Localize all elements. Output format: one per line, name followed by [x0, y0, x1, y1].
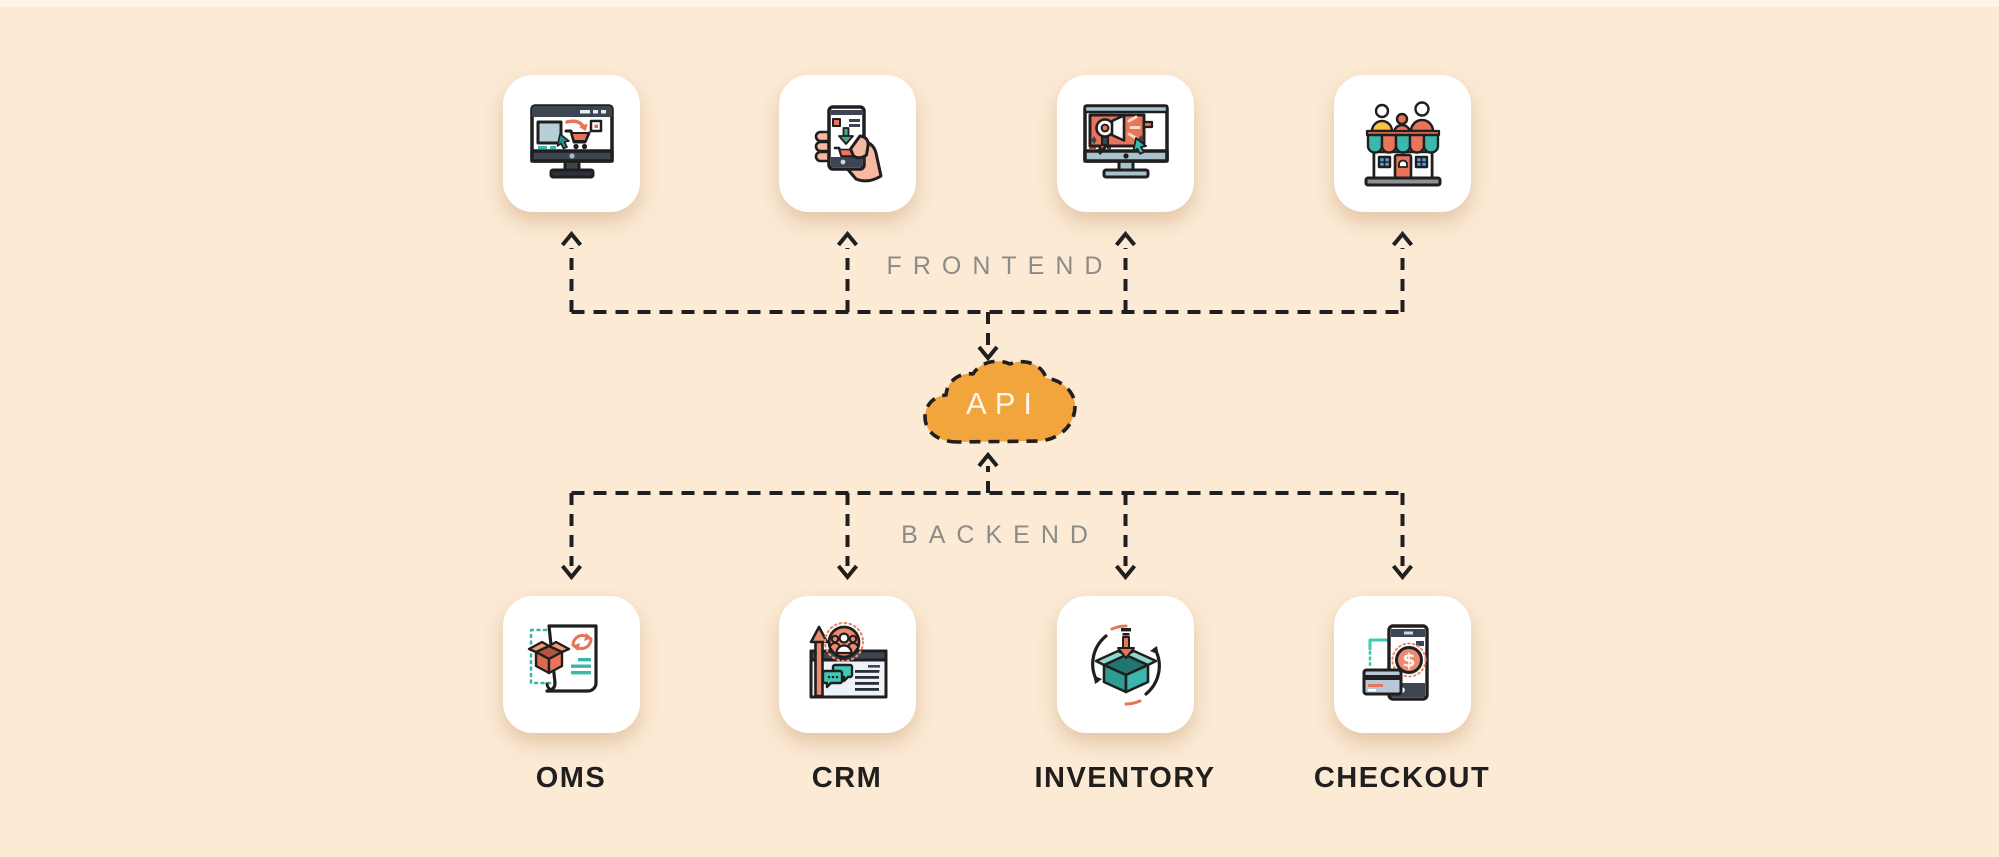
- frontend-tile-web-store: [503, 75, 640, 212]
- frontend-tile-mobile-app: [779, 75, 916, 212]
- checkout-label: CHECKOUT: [1313, 762, 1491, 794]
- frontend-section-label: FRONTEND: [886, 252, 1114, 280]
- top-strip: [0, 0, 1999, 7]
- oms-label: OMS: [535, 762, 607, 794]
- checkout-payment-phone-icon: $: [1362, 623, 1429, 701]
- crm-customers-window-icon: [809, 621, 887, 698]
- backend-tile-oms: [503, 596, 640, 733]
- cloud-icon: [923, 359, 1077, 444]
- mobile-shopping-app-icon: [814, 104, 882, 182]
- crm-label: CRM: [811, 762, 883, 794]
- dollar-glyph: $: [1402, 649, 1415, 671]
- backend-tile-inventory: [1057, 596, 1194, 733]
- backend-section-label: BACKEND: [901, 521, 1099, 549]
- inventory-box-sync-icon: [1090, 624, 1161, 705]
- api-label: API: [966, 386, 1040, 421]
- api-cloud: [916, 354, 1084, 454]
- backend-tile-crm: [779, 596, 916, 733]
- frontend-tile-marketplace: [1334, 75, 1471, 212]
- digital-marketing-screen-icon: [1082, 103, 1169, 178]
- desktop-web-store-icon: [529, 103, 614, 178]
- order-management-document-icon: [527, 623, 598, 693]
- inventory-label: INVENTORY: [1034, 762, 1216, 794]
- marketplace-storefront-icon: [1364, 100, 1441, 186]
- frontend-tile-marketing: [1057, 75, 1194, 212]
- backend-tile-checkout: $: [1334, 596, 1471, 733]
